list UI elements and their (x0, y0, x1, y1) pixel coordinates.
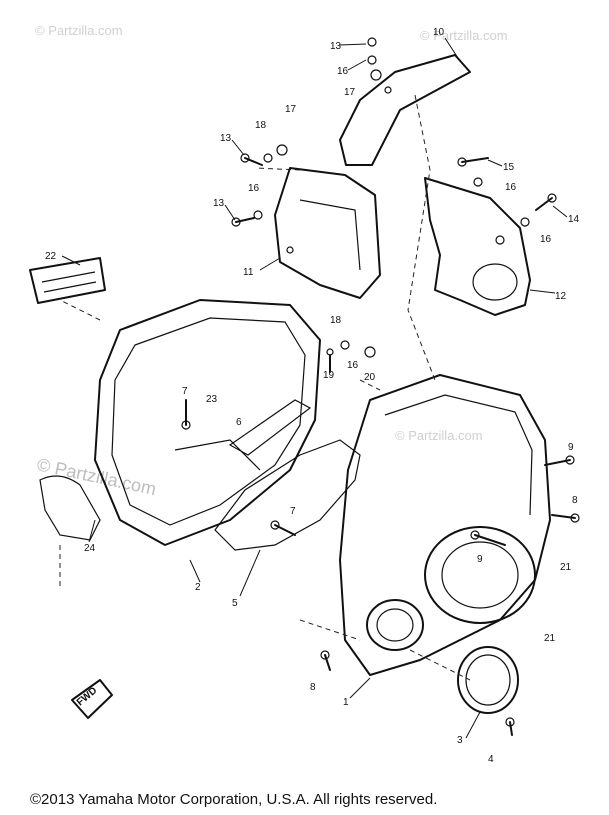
exploded-parts-diagram: © Partzilla.com © Partzilla.com © Partzi… (29, 23, 580, 765)
part-2-left-cover (94, 299, 321, 546)
callout-9b: 9 (477, 554, 483, 565)
callout-15: 15 (503, 162, 515, 173)
part-3-round-cover (457, 646, 519, 714)
callout-9a: 9 (568, 442, 574, 453)
callout-16d: 16 (540, 234, 552, 245)
fasteners (181, 37, 580, 736)
callout-3: 3 (457, 735, 463, 746)
callout-labels: 1 2 3 4 5 6 7 7 8 8 9 9 10 11 12 13 13 1… (45, 27, 580, 765)
callout-8a: 8 (572, 495, 578, 506)
callout-21b: 21 (544, 633, 556, 644)
callout-16b: 16 (337, 66, 349, 77)
callout-24: 24 (84, 543, 96, 554)
callout-20: 20 (364, 372, 376, 383)
callout-7a: 7 (182, 386, 188, 397)
callout-1: 1 (343, 697, 349, 708)
part-10-upper-cover (339, 54, 471, 166)
watermark-top-right: © Partzilla.com (420, 28, 508, 43)
part-11-middle-cover (274, 167, 381, 299)
callout-22: 22 (45, 251, 57, 262)
callout-14: 14 (568, 214, 580, 225)
callout-8b: 8 (310, 682, 316, 693)
callout-4: 4 (488, 754, 494, 765)
part-6-plate (228, 399, 312, 456)
callout-11: 11 (243, 267, 254, 278)
callout-19: 19 (323, 370, 335, 381)
callout-16e: 16 (347, 360, 359, 371)
watermark-mid-right: © Partzilla.com (395, 428, 483, 443)
watermark-mid-left: © Partzilla.com (35, 454, 158, 499)
part-12-side-plate (424, 177, 531, 316)
part-22-emblem (29, 257, 106, 304)
callout-10: 10 (433, 27, 445, 38)
fwd-label: FWD (75, 685, 100, 708)
callout-13b: 13 (213, 198, 225, 209)
watermark-top-left: © Partzilla.com (35, 23, 123, 38)
callout-17b: 17 (344, 87, 356, 98)
leader-lines (61, 37, 568, 739)
alignment-lines (59, 94, 471, 681)
callout-16a: 16 (248, 183, 260, 194)
callout-7b: 7 (290, 506, 296, 517)
part-24-bracket (39, 475, 101, 541)
forward-arrow: FWD (71, 679, 113, 719)
callout-13c: 13 (330, 41, 342, 52)
callout-21a: 21 (560, 562, 572, 573)
callout-5: 5 (232, 598, 238, 609)
callout-2: 2 (195, 582, 201, 593)
part-1-crankcase-cover (339, 374, 551, 676)
callout-23: 23 (206, 394, 218, 405)
callout-6: 6 (236, 417, 242, 428)
copyright-notice: ©2013 Yamaha Motor Corporation, U.S.A. A… (30, 791, 438, 808)
callout-18b: 18 (330, 315, 342, 326)
part-5-gasket (214, 439, 361, 551)
callout-13a: 13 (220, 133, 232, 144)
callout-16c: 16 (505, 182, 517, 193)
callout-12: 12 (555, 291, 567, 302)
callout-18a: 18 (255, 120, 267, 131)
callout-17a: 17 (285, 104, 297, 115)
